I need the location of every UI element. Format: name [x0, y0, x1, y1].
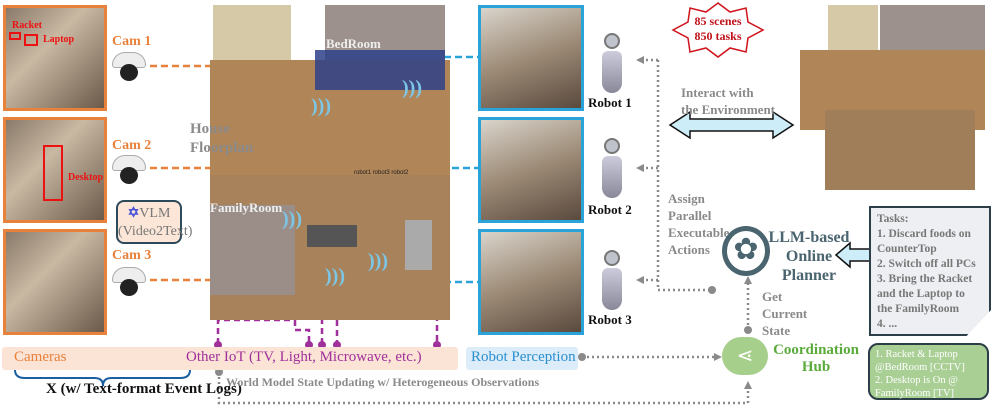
bed: [315, 50, 445, 90]
cam2-label: Cam 2: [112, 138, 152, 153]
cam1-label: Cam 1: [112, 34, 152, 49]
iot-label: Other IoT (TV, Light, Microwave, etc.): [186, 349, 422, 365]
laptop-box: [24, 34, 38, 46]
cameras-label: Cameras: [14, 349, 67, 365]
camera-icon: [112, 52, 146, 82]
camera-icon: [112, 267, 146, 297]
openai-logo-icon: ✿: [722, 226, 770, 276]
robot-icon: [598, 250, 624, 310]
familyroom-area: [210, 205, 295, 295]
world-model-label: World Model State Updating w/ Heterogene…: [226, 375, 540, 389]
cam3-label: Cam 3: [112, 248, 152, 263]
cam3-view: [3, 229, 107, 335]
racket-box: [9, 32, 21, 40]
x-event-logs-label: X (w/ Text-format Event Logs): [46, 381, 242, 397]
vlm-subtitle: (Video2Text): [118, 224, 193, 239]
bedroom-label: BedRoom: [326, 36, 381, 51]
camera-icon: [112, 155, 146, 185]
flow-arrowheads: [215, 56, 752, 389]
robot-icon: [598, 138, 624, 198]
sofa: [307, 225, 357, 247]
robot2-view: [478, 117, 584, 223]
familyroom-label: FamilyRoom: [210, 200, 283, 215]
robot2-label: Robot 2: [588, 202, 632, 217]
robot-perception-label: Robot Perception: [466, 347, 578, 370]
vlm-logo-icon: ✡: [127, 206, 140, 221]
laptop-label: Laptop: [43, 34, 75, 45]
vlm-title: VLM: [139, 206, 171, 221]
brace: [14, 369, 191, 387]
result-living-area: [825, 110, 975, 190]
badge-star: [671, 2, 765, 58]
robot3-view: [478, 229, 584, 335]
cam2-view: Desktop: [3, 117, 107, 223]
wifi-icon: ))): [402, 77, 422, 99]
result-bedroom-area: [880, 5, 985, 55]
robot3-label: Robot 3: [588, 312, 632, 327]
desktop-label: Desktop: [68, 172, 104, 183]
wifi-icon: ))): [311, 95, 331, 117]
cam1-view: Racket Laptop: [3, 5, 107, 111]
robot1-view: [478, 5, 584, 111]
interact-arrow: [668, 110, 795, 140]
observations-bubble: 1. Racket & Laptop @BedRoom [CCTV]2. Des…: [868, 343, 989, 400]
wifi-icon: ))): [282, 208, 302, 230]
wifi-icon: ))): [325, 265, 345, 287]
desktop-box: [43, 145, 63, 201]
robot1-label: Robot 1: [588, 95, 632, 110]
robot-tags: robot1 robot3 robot2: [354, 170, 409, 176]
coordination-hub-icon: ⋖: [722, 337, 768, 375]
racket-label: Racket: [12, 20, 42, 31]
vlm-box: ✡VLM (Video2Text): [116, 200, 192, 244]
table: [405, 220, 432, 270]
observation-sources-bar: [2, 347, 458, 370]
robot-icon: [598, 33, 624, 93]
wifi-icon: ))): [368, 250, 388, 272]
